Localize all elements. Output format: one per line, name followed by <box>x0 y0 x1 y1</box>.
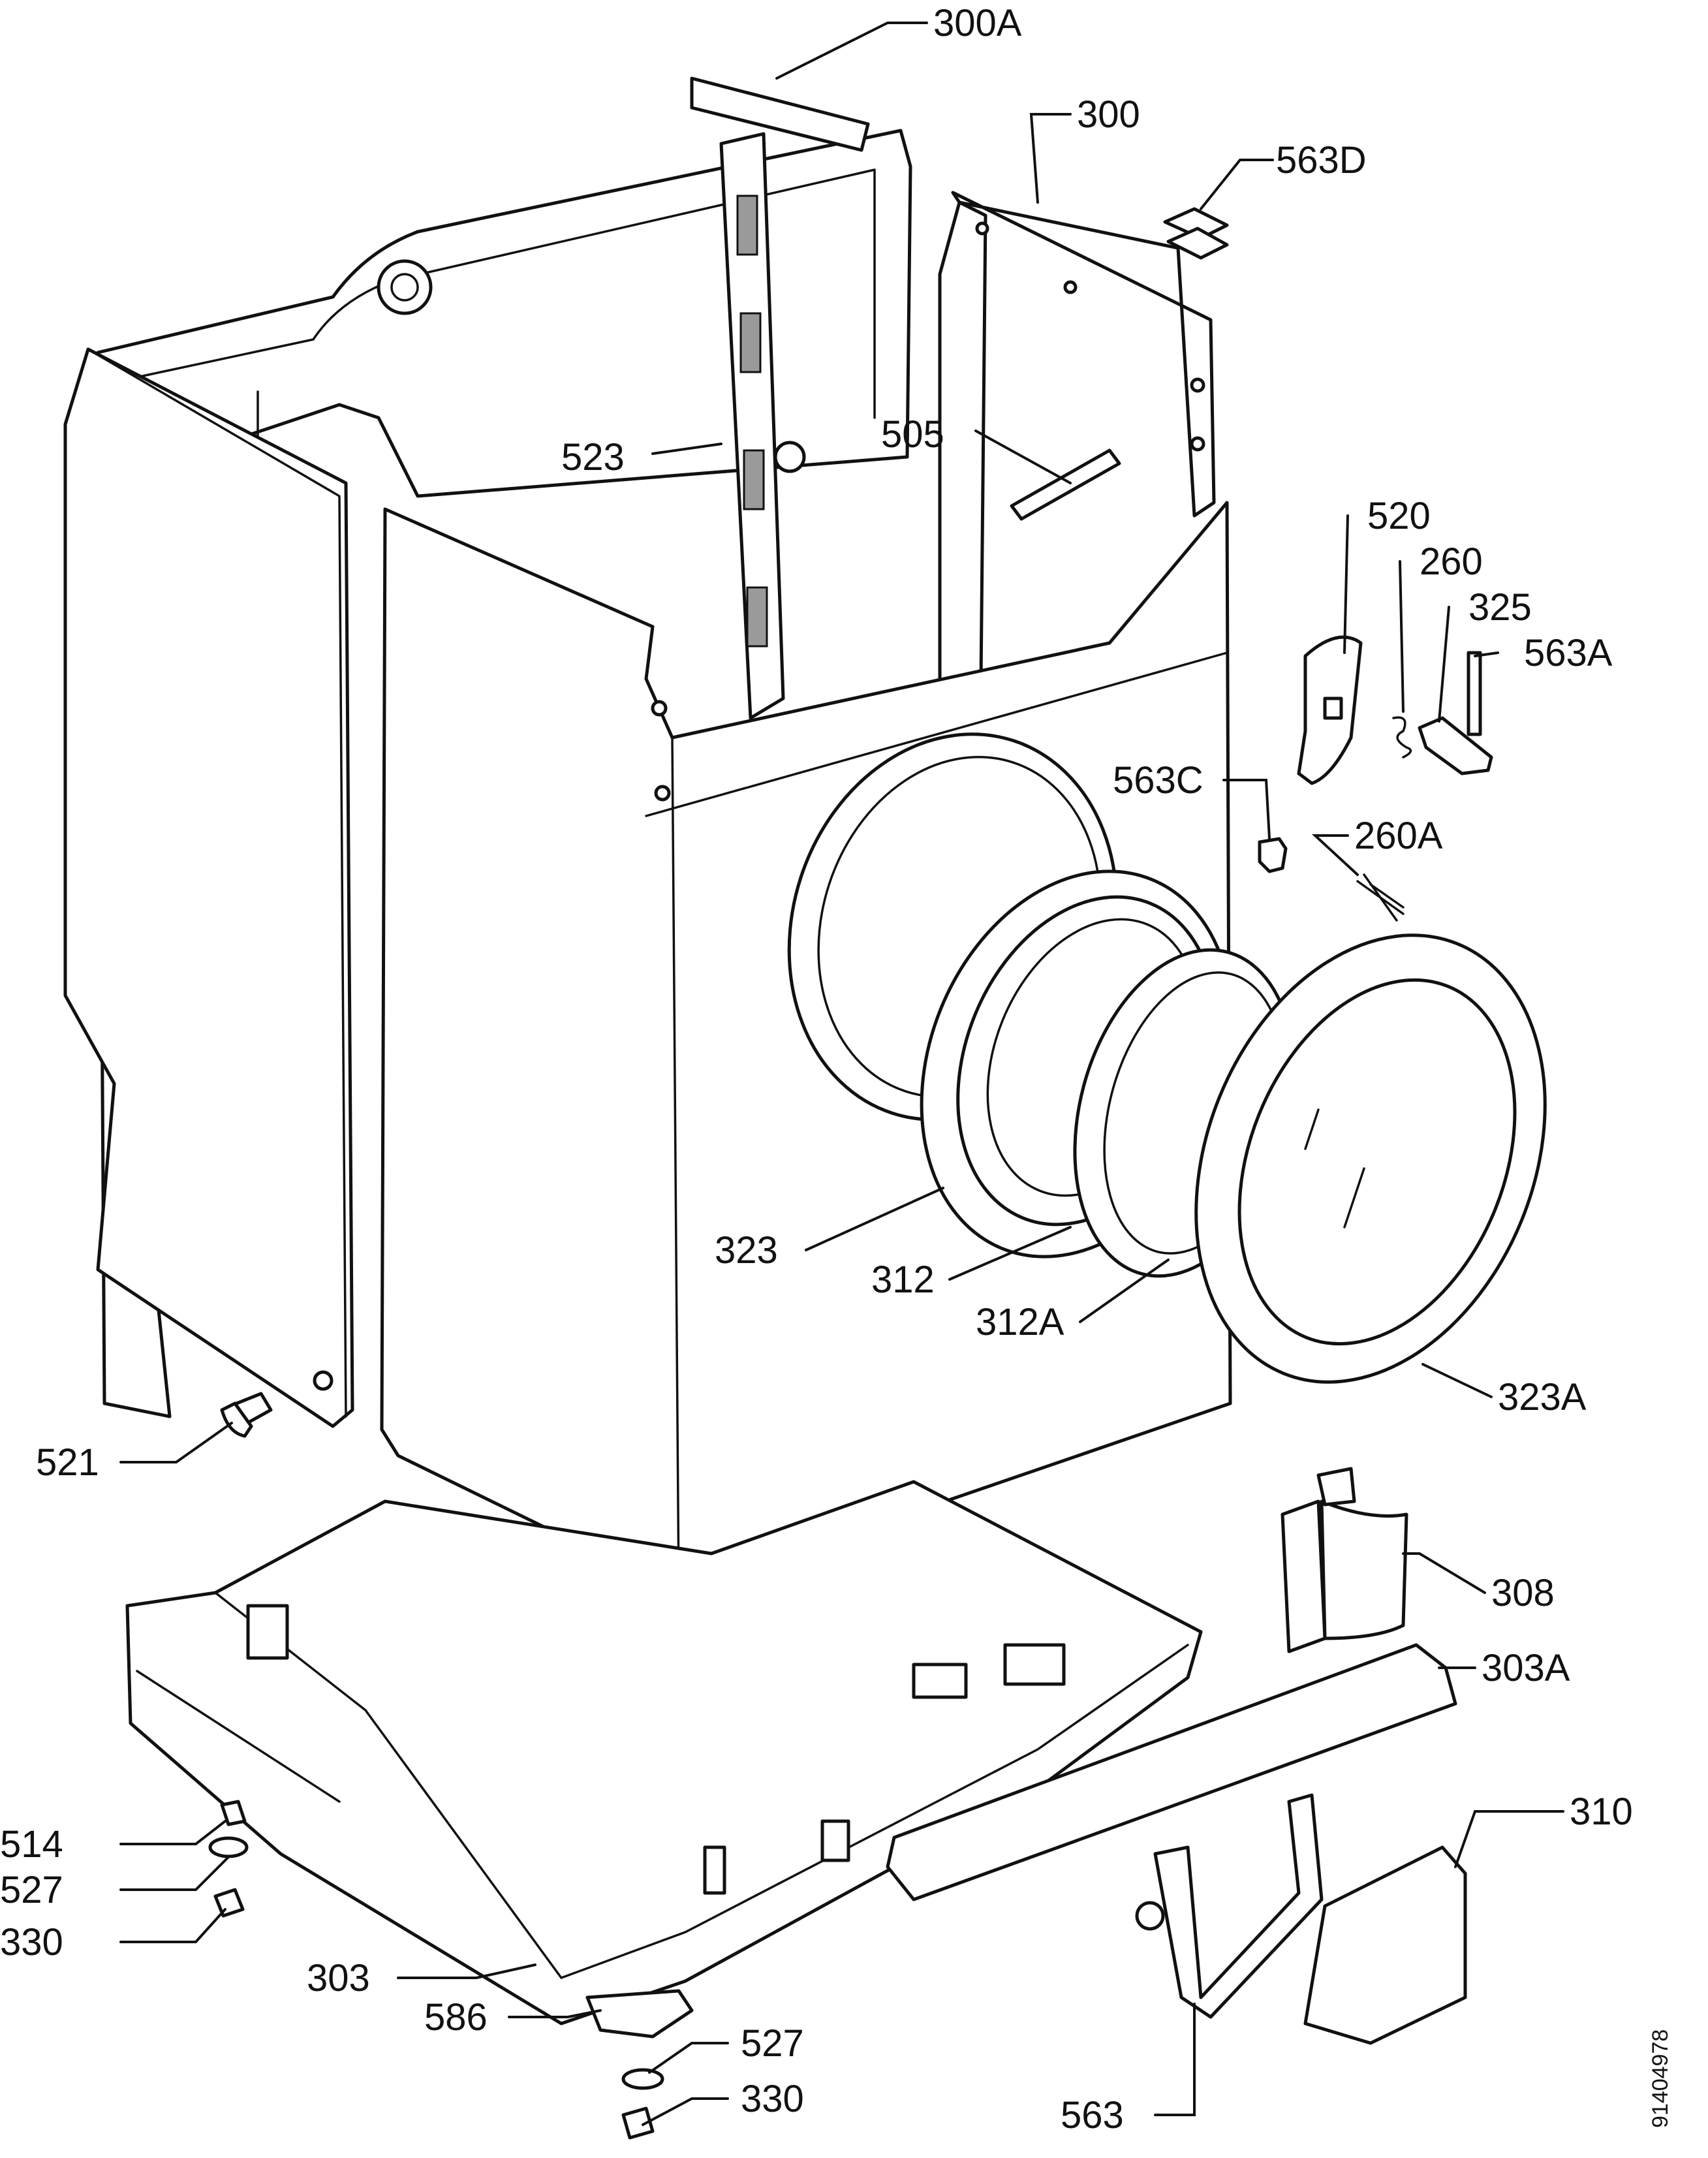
foot-hardware-left <box>208 1800 249 1918</box>
part-labels: 300A 300 563D 523 505 520 260 325 563A 5… <box>0 2 1673 2136</box>
label-260a: 260A <box>1354 815 1443 857</box>
rod-505 <box>1010 448 1121 521</box>
side-panel <box>63 347 354 1428</box>
label-563: 563 <box>1061 2094 1124 2136</box>
kickplate-303a <box>886 1643 1457 1901</box>
label-563d: 563D <box>1276 139 1367 181</box>
service-panel-310 <box>1303 1845 1467 2045</box>
screw-521 <box>220 1392 273 1438</box>
leader-lines <box>119 22 1564 2126</box>
top-bar <box>690 76 870 152</box>
label-312a: 312A <box>976 1301 1064 1343</box>
label-303a: 303A <box>1482 1647 1570 1689</box>
label-323a: 323A <box>1498 1376 1587 1418</box>
label-527-left: 527 <box>0 1869 63 1911</box>
label-260: 260 <box>1420 540 1483 583</box>
label-310: 310 <box>1570 1791 1633 1833</box>
label-521: 521 <box>36 1441 99 1484</box>
door-323a <box>1194 933 1547 1384</box>
label-520: 520 <box>1367 495 1431 537</box>
bracket-563 <box>1153 1793 1324 2019</box>
label-300: 300 <box>1077 93 1140 136</box>
label-563c: 563C <box>1113 759 1203 802</box>
hinge-308 <box>1281 1467 1408 1653</box>
label-523: 523 <box>561 436 625 478</box>
hinge-slot <box>1323 696 1343 720</box>
base-frame-303 <box>125 1480 1203 2025</box>
label-505: 505 <box>881 413 944 456</box>
bracket-knob <box>1135 1901 1165 1931</box>
latch-325 <box>1418 716 1493 775</box>
document-number: 91404978 <box>1648 2029 1673 2128</box>
spring-260a <box>1356 873 1405 922</box>
screw-563c <box>1258 837 1288 873</box>
label-330-bottom: 330 <box>741 2078 804 2120</box>
label-586: 586 <box>424 1996 488 2039</box>
label-303: 303 <box>307 1957 370 1999</box>
pin-563a <box>1467 651 1482 736</box>
spring-260 <box>1392 716 1412 758</box>
label-312: 312 <box>871 1259 935 1301</box>
foot-586 <box>585 1989 694 2140</box>
label-325: 325 <box>1468 586 1532 629</box>
label-330-left: 330 <box>0 1921 63 1963</box>
bracket-563d <box>1163 207 1229 260</box>
label-308: 308 <box>1491 1572 1555 1614</box>
label-563a: 563A <box>1524 632 1613 674</box>
label-514: 514 <box>0 1823 63 1866</box>
support-rail-523 <box>719 132 806 720</box>
label-300a: 300A <box>933 2 1022 44</box>
label-323: 323 <box>715 1229 778 1272</box>
label-527-bottom: 527 <box>741 2022 804 2065</box>
